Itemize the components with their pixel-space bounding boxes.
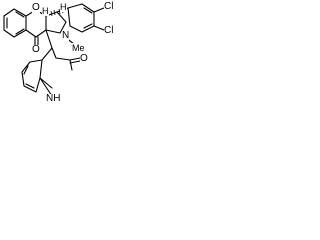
oxindole-five-ring [51,47,73,71]
atom-o-ketone: O [32,44,40,55]
atom-nh: NH [46,93,61,104]
atom-cl-right: Cl [104,25,114,36]
molecule-structure: O O N Me Cl Cl NH O H H [0,0,156,122]
indoline-benzo-ring [21,59,43,93]
atom-cl-top: Cl [104,1,114,12]
stereo-h-ring: H [42,6,49,16]
atom-n-pyrrolidine: N [62,30,70,41]
stereo-h-aryl: H [60,2,67,12]
atom-methyl: Me [72,43,85,53]
dichlorophenyl-ring [67,3,95,33]
atom-o-pyran: O [32,2,40,13]
atom-o-lactam: O [80,53,88,64]
bond-skeleton [3,3,105,97]
pyrrolidine-ring [45,11,67,34]
